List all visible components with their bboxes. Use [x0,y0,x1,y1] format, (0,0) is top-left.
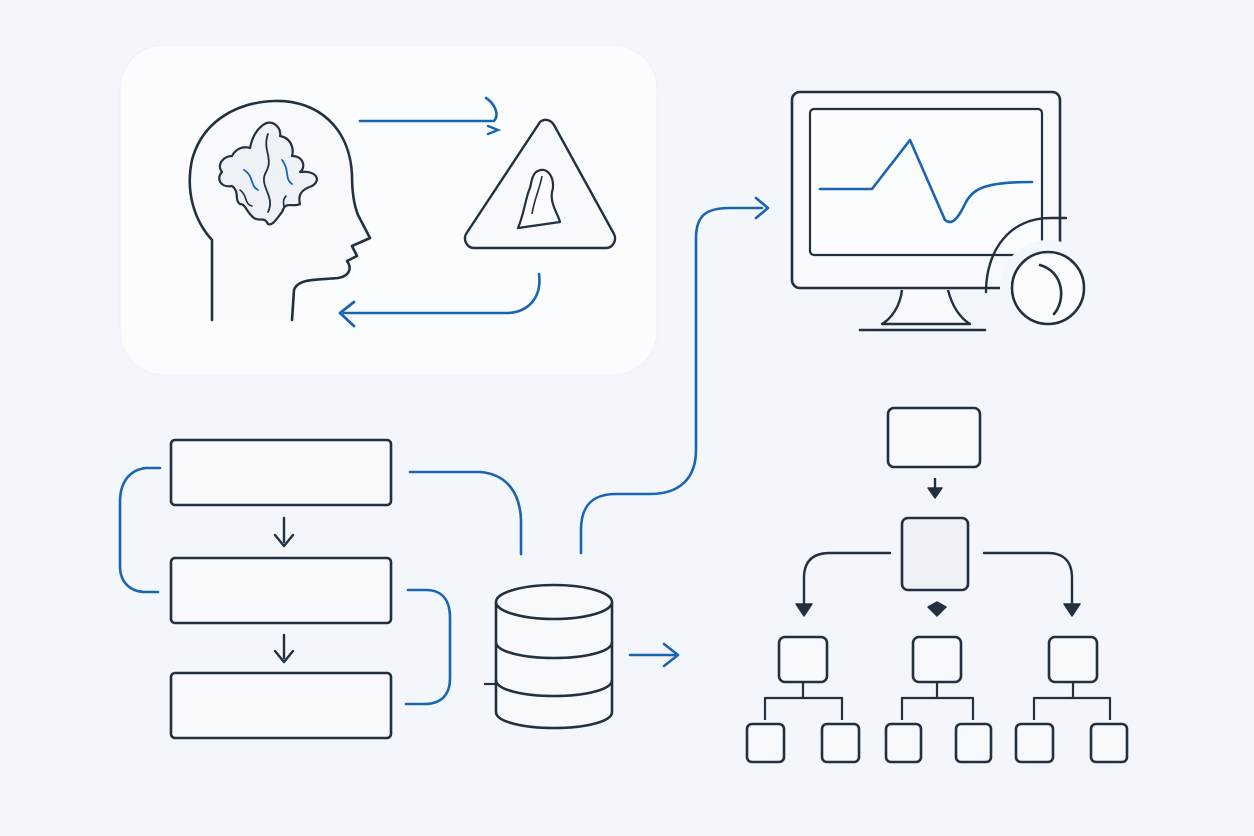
database-to-hierarchy-arrowhead [662,642,680,668]
monitor-waveform-icon [790,90,1062,332]
head-to-alert-arrow [358,96,498,123]
database-icon [484,583,614,730]
step-2-to-3-arrow [273,633,295,664]
hierarchy-center-node [900,516,970,592]
center-to-left-branch [802,551,892,610]
gauge-dial [1010,250,1086,326]
monitor-waveform [818,138,1034,224]
step-bracket-connector [404,588,452,706]
hierarchy-leaf-5 [1014,722,1055,764]
iteration-loop-connector [118,466,162,594]
hierarchy-leaf-3 [884,722,923,764]
hierarchy-leaf-1 [745,722,786,764]
gauge-icon [984,216,1096,336]
hierarchy-node-right [1047,635,1099,684]
alert-to-head-arrow [342,272,541,315]
gauge-needle [1038,263,1063,316]
hierarchy-node-left [777,635,829,684]
center-to-middle-arrow [927,601,947,617]
head-brain-icon [188,99,372,322]
alert-to-head-arrowhead [338,300,356,328]
hierarchy-root [886,406,982,469]
center-to-right-branch [982,551,1074,610]
monitor-stand [880,289,972,326]
hierarchy-leaf-6 [1089,722,1129,764]
database-to-monitor-arrowhead [754,196,770,220]
pipeline-step-3 [169,671,393,740]
pipeline-steps [118,438,523,740]
hierarchy-node-middle [911,635,963,684]
warning-triangle-icon [463,118,617,250]
pipeline-step-2 [169,556,393,625]
monitor-screen [808,107,1044,257]
step-to-database-connector [408,470,523,556]
feedback-loop-panel [119,44,658,376]
hierarchy-leaf-4 [954,722,993,764]
gauge-cutout [984,216,1068,294]
hierarchy-tree [745,406,1129,764]
hierarchy-leaf-2 [820,722,861,764]
database-to-monitor-connector [579,206,764,555]
head-to-alert-arrowhead [486,124,502,136]
root-to-center-arrow [927,487,943,499]
step-1-to-2-arrow [273,516,295,548]
pipeline-step-1 [169,438,393,507]
